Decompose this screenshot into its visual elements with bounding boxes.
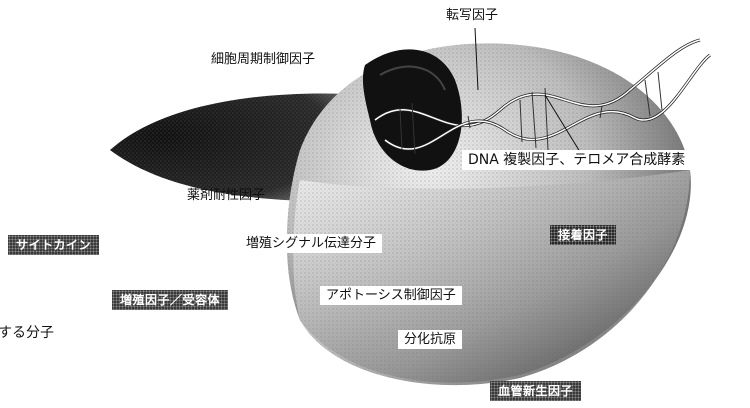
label-drug-resistance: 薬剤耐性因子: [187, 188, 266, 203]
tag-angiogenesis: 血管新生因子: [490, 381, 582, 401]
label-proliferation-signal: 増殖シグナル伝達分子: [240, 234, 383, 253]
leader-lines: [474, 27, 586, 161]
label-partial-left: する分子: [0, 325, 54, 341]
dna-helix: [374, 38, 711, 155]
label-apoptosis: アポトーシス制御因子: [320, 286, 462, 305]
tag-growth-factor: 増殖因子／受容体: [112, 290, 229, 310]
label-dna-replication: DNA 複製因子、テロメア合成酵素: [462, 150, 692, 170]
label-cell-cycle: 細胞周期制御因子: [205, 50, 322, 69]
label-differentiation: 分化抗原: [398, 330, 463, 349]
tag-cytokine: サイトカイン: [8, 235, 100, 255]
tag-adhesion: 接着因子: [550, 225, 617, 245]
label-transcription-factor: 転写因子: [446, 8, 499, 23]
